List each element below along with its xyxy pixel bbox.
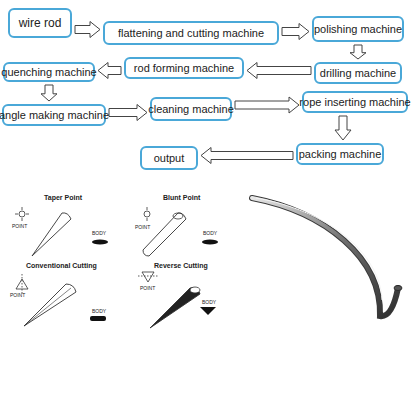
needle-type-title: Taper Point	[44, 194, 82, 201]
cutting-symbol	[16, 274, 28, 294]
part-label: BODY	[92, 230, 106, 236]
blunt-needle	[143, 213, 186, 256]
box-label: cleaning machine	[148, 103, 234, 115]
flow-arrow	[282, 24, 309, 40]
box-label: angle making machine	[0, 109, 109, 121]
taper-point-symbol	[15, 207, 29, 221]
cutting-edge	[24, 288, 71, 326]
reverse-cutting-symbol	[138, 272, 158, 282]
needle-end	[190, 287, 200, 293]
needle-type-title: Reverse Cutting	[154, 262, 208, 269]
needle-end	[173, 213, 183, 219]
body-section	[200, 307, 216, 315]
body-section	[202, 239, 218, 244]
flow-arrow	[41, 85, 57, 101]
process-box: drilling machine	[314, 62, 402, 84]
conventional-needle	[24, 284, 76, 326]
process-box: rope inserting machine	[302, 91, 408, 113]
flow-arrow	[109, 105, 147, 121]
box-label: output	[154, 152, 185, 164]
process-box: packing machine	[296, 143, 384, 165]
part-label: POINT	[10, 292, 25, 298]
flow-arrow	[75, 22, 100, 38]
flow-arrow	[247, 63, 311, 79]
flow-arrow	[235, 97, 299, 113]
part-label: POINT	[140, 285, 155, 291]
part-label: BODY	[92, 308, 106, 314]
needle-type-title: Conventional Cutting	[26, 262, 97, 269]
process-box: polishing machine	[312, 16, 404, 42]
process-box: wire rod	[8, 8, 72, 38]
process-box: cleaning machine	[150, 97, 232, 121]
process-box: output	[140, 146, 198, 170]
box-label: rod forming machine	[134, 62, 234, 74]
flow-arrow	[98, 63, 121, 79]
flow-arrow	[335, 116, 351, 140]
process-box: flattening and cutting machine	[103, 21, 279, 45]
needle-type-title: Blunt Point	[163, 194, 200, 201]
process-box: quenching machine	[3, 62, 95, 82]
box-label: rope inserting machine	[299, 96, 410, 108]
flow-arrow	[201, 148, 293, 164]
body-section	[92, 239, 108, 244]
box-label: packing machine	[299, 148, 382, 160]
part-label: BODY	[203, 230, 217, 236]
blunt-point-symbol	[144, 207, 150, 221]
process-box: rod forming machine	[124, 57, 244, 79]
part-label: BODY	[202, 299, 216, 305]
part-label: POINT	[12, 223, 27, 229]
box-label: polishing machine	[314, 23, 402, 35]
body-section	[90, 316, 106, 321]
taper-needle	[32, 213, 71, 256]
box-label: wire rod	[19, 17, 62, 29]
box-label: drilling machine	[320, 67, 396, 79]
reverse-needle	[150, 288, 200, 328]
curved-needle	[252, 198, 402, 316]
process-box: angle making machine	[2, 104, 106, 126]
box-label: quenching machine	[1, 66, 96, 78]
box-label: flattening and cutting machine	[118, 27, 264, 39]
flow-arrow	[350, 45, 366, 59]
part-label: POINT	[135, 224, 150, 230]
